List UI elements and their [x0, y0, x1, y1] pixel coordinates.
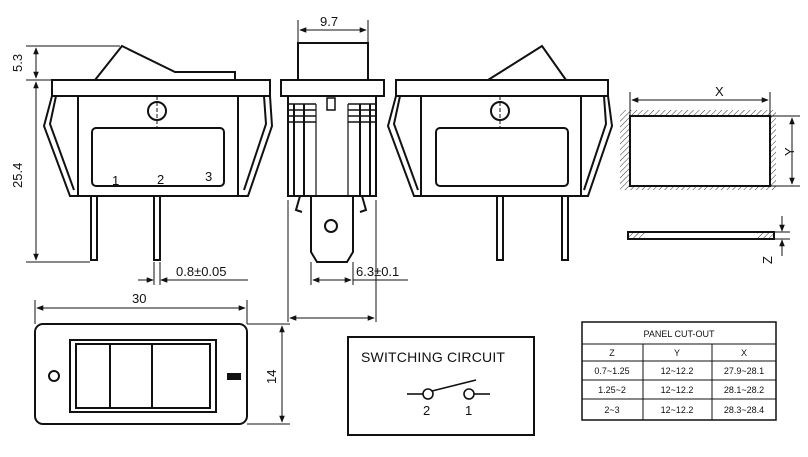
- side-view: [280, 42, 385, 263]
- side-cap: [280, 79, 385, 97]
- switching-circuit-title: SWITCHING CIRCUIT: [361, 349, 505, 365]
- bezel-top-view: [34, 323, 248, 425]
- switching-circuit-box: [347, 336, 535, 436]
- pin-label-2: 2: [157, 172, 164, 187]
- tab-terminal: [310, 196, 354, 263]
- table-cell: 12~12.2: [661, 385, 694, 395]
- table-cell: 2~3: [604, 405, 619, 415]
- switch-symbol: [407, 379, 490, 400]
- side-body: [287, 95, 377, 197]
- pin-label-3: 3: [205, 169, 212, 184]
- table-header-y: Y: [674, 348, 680, 358]
- dim-cutout-x: X: [715, 84, 724, 99]
- dim-top-width: 9.7: [320, 14, 338, 29]
- bezel-outline: [34, 323, 248, 425]
- table-title: PANEL CUT-OUT: [643, 329, 715, 339]
- table-cell: 28.1~28.2: [724, 385, 764, 395]
- rocker-left: [94, 44, 236, 81]
- table-cell: 27.9~28.1: [724, 366, 764, 376]
- top-cap-right: [395, 79, 609, 97]
- dim-pin-thickness: 0.8±0.05: [176, 264, 227, 279]
- pin-right-2: [561, 195, 569, 261]
- dim-bezel-height: 14: [264, 370, 279, 384]
- indicator-window-left: [91, 127, 225, 187]
- pin-right-1: [496, 195, 504, 261]
- dim-cutout-z: Z: [760, 256, 775, 264]
- top-cap-left: [51, 79, 271, 97]
- panel-cutout-table: PANEL CUT-OUT Z Y X 0.7~1.25 12~12.2 27.…: [581, 321, 777, 421]
- dim-rocker-height: 5.3: [10, 54, 25, 72]
- rocker-right: [487, 44, 567, 81]
- bezel-dot: [48, 370, 60, 382]
- indicator-window-right: [435, 127, 569, 187]
- table-cell: 0.7~1.25: [594, 366, 629, 376]
- table-cell: 28.3~28.4: [724, 405, 764, 415]
- clip-left-a: [42, 95, 78, 197]
- tab-hole: [324, 219, 338, 233]
- front-view-left: [42, 44, 274, 261]
- dim-tab-width: 6.3±0.1: [356, 264, 399, 279]
- terminal-label-1: 1: [465, 403, 472, 418]
- pin-left-2: [153, 195, 161, 261]
- table-cell: 1.25~2: [598, 385, 626, 395]
- dim-cutout-y: Y: [782, 147, 797, 156]
- table-cell: 12~12.2: [661, 366, 694, 376]
- cutout-top-view: [620, 110, 776, 190]
- pin-left-1: [90, 195, 98, 261]
- pin-label-1: 1: [112, 173, 119, 188]
- cutout-side-view: [627, 231, 775, 240]
- clip-left-b: [238, 95, 274, 197]
- front-view-right: [386, 44, 614, 261]
- table-header-z: Z: [609, 348, 615, 358]
- side-rocker: [297, 42, 369, 81]
- body-right: [420, 95, 582, 197]
- dim-body-height: 25.4: [10, 163, 25, 188]
- bezel-rocker-frame: [69, 339, 217, 413]
- table-cell: 12~12.2: [661, 405, 694, 415]
- table-header-x: X: [741, 348, 747, 358]
- terminal-label-2: 2: [423, 403, 430, 418]
- dim-bezel-length: 30: [132, 291, 146, 306]
